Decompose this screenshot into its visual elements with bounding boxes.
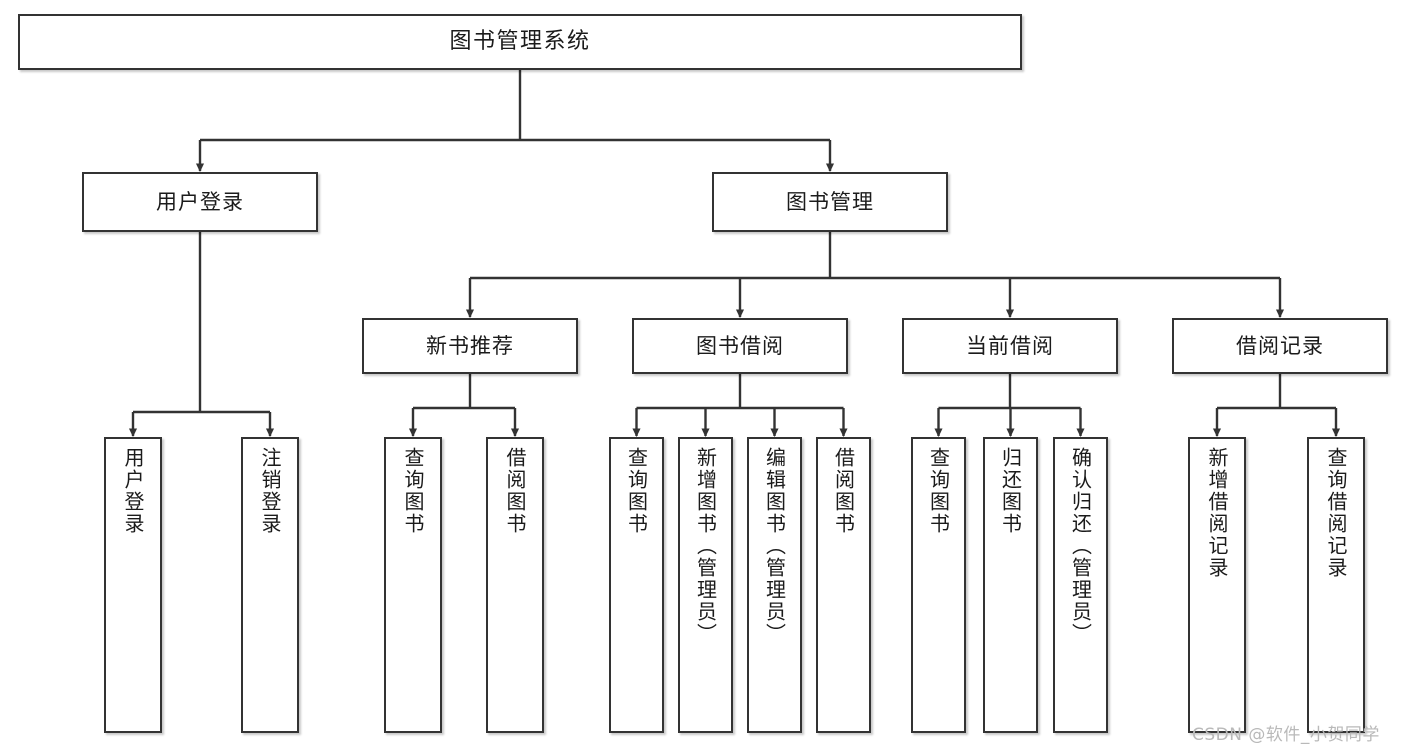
node-label-leaf-user-logout: 注销登录: [258, 447, 282, 535]
node-label-leaf-confirm-return: 确认归还（管理员）: [1068, 447, 1093, 645]
node-leaf-user-logout[interactable]: 注销登录: [241, 437, 299, 733]
node-book-manage[interactable]: 图书管理: [712, 172, 948, 232]
csdn-watermark: CSDN @软件_小贺同学: [1192, 725, 1380, 745]
node-label-current-borrow: 当前借阅: [966, 333, 1054, 358]
node-label-leaf-edit-book: 编辑图书（管理员）: [762, 447, 787, 645]
node-label-leaf-user-login: 用户登录: [121, 447, 145, 535]
node-leaf-borrow-book-1[interactable]: 借阅图书: [486, 437, 544, 733]
node-label-leaf-query-book-3: 查询图书: [926, 447, 951, 535]
node-label-leaf-borrow-book-1: 借阅图书: [503, 447, 527, 535]
node-leaf-return-book[interactable]: 归还图书: [983, 437, 1038, 733]
node-label-leaf-query-book-1: 查询图书: [401, 447, 425, 535]
node-book-borrow[interactable]: 图书借阅: [632, 318, 848, 374]
node-leaf-query-book-3[interactable]: 查询图书: [911, 437, 966, 733]
node-label-leaf-borrow-book-2: 借阅图书: [831, 447, 856, 535]
node-root[interactable]: 图书管理系统: [18, 14, 1022, 70]
node-new-book-rec[interactable]: 新书推荐: [362, 318, 578, 374]
node-label-leaf-query-book-2: 查询图书: [624, 447, 649, 535]
node-leaf-user-login[interactable]: 用户登录: [104, 437, 162, 733]
node-borrow-record[interactable]: 借阅记录: [1172, 318, 1388, 374]
node-current-borrow[interactable]: 当前借阅: [902, 318, 1118, 374]
node-label-new-book-rec: 新书推荐: [426, 333, 514, 358]
node-label-leaf-query-record: 查询借阅记录: [1324, 447, 1348, 579]
node-leaf-confirm-return[interactable]: 确认归还（管理员）: [1053, 437, 1108, 733]
node-leaf-edit-book[interactable]: 编辑图书（管理员）: [747, 437, 802, 733]
node-label-leaf-return-book: 归还图书: [998, 447, 1023, 535]
node-label-book-manage: 图书管理: [786, 189, 874, 214]
node-leaf-query-record[interactable]: 查询借阅记录: [1307, 437, 1365, 733]
node-leaf-add-book[interactable]: 新增图书（管理员）: [678, 437, 733, 733]
node-label-leaf-add-book: 新增图书（管理员）: [693, 447, 718, 645]
node-label-borrow-record: 借阅记录: [1236, 333, 1324, 358]
node-leaf-borrow-book-2[interactable]: 借阅图书: [816, 437, 871, 733]
node-label-leaf-add-record: 新增借阅记录: [1205, 447, 1229, 579]
node-label-book-borrow: 图书借阅: [696, 333, 784, 358]
node-leaf-query-book-2[interactable]: 查询图书: [609, 437, 664, 733]
node-user-login[interactable]: 用户登录: [82, 172, 318, 232]
node-leaf-add-record[interactable]: 新增借阅记录: [1188, 437, 1246, 733]
node-label-user-login: 用户登录: [156, 189, 244, 214]
node-leaf-query-book-1[interactable]: 查询图书: [384, 437, 442, 733]
node-label-root: 图书管理系统: [449, 29, 591, 55]
